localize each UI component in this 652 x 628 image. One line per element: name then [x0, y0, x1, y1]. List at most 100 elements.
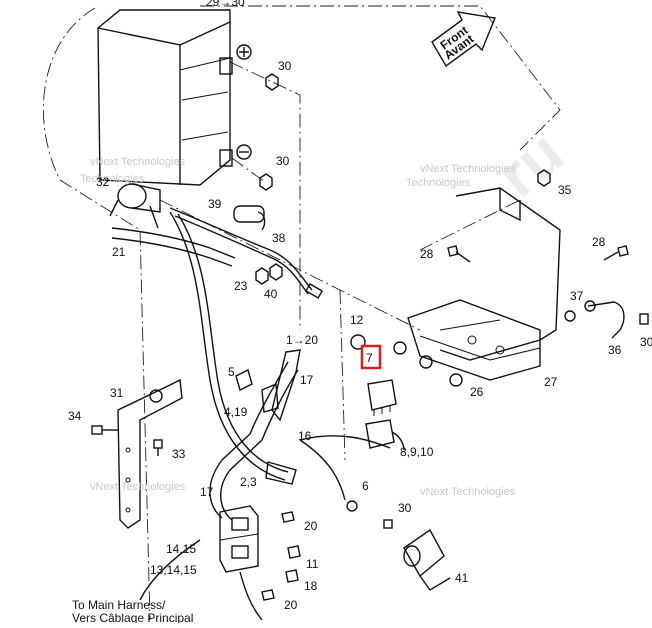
bracket-31 — [117, 378, 183, 529]
callout: 21 — [112, 245, 126, 259]
watermark-3: vNext Technologies — [420, 486, 516, 498]
callout: 17 — [200, 485, 214, 499]
callout: 30 — [398, 501, 412, 515]
callout: 17 — [300, 373, 314, 387]
highlighted-callout[interactable]: 7 — [360, 344, 382, 370]
cable-36-eye — [584, 300, 596, 312]
terminal-boot-39 — [233, 205, 266, 231]
fuse-block-wires — [239, 571, 263, 621]
grommet-26-a-icon — [393, 341, 407, 355]
callout: 13,14,15 — [150, 563, 197, 577]
callout: 8,9,10 — [400, 445, 434, 459]
cable-21 — [111, 227, 236, 259]
nut-40-icon — [269, 263, 283, 281]
cable-38-terminal — [305, 283, 324, 299]
callout: 30 — [640, 335, 652, 349]
harness-16 — [299, 435, 391, 501]
callout: 33 — [172, 447, 186, 461]
screw-33-icon — [153, 439, 163, 456]
main-wire-loop — [169, 211, 286, 481]
bolt-28-left-icon — [447, 245, 471, 263]
callout: 4,19 — [224, 405, 248, 419]
callout: 6 — [362, 479, 369, 493]
relay-socket-8-9-10 — [365, 419, 405, 451]
callout: 40 — [264, 287, 278, 301]
highlight-box — [360, 344, 382, 370]
battery-nut-bottom-icon — [259, 173, 273, 191]
callout: 32 — [96, 175, 110, 189]
callout: 18 — [304, 579, 318, 593]
fuse-18-icon — [285, 569, 299, 583]
callout: 2,3 — [240, 475, 257, 489]
enclosure-outline — [43, 7, 151, 621]
callout: 23 — [234, 279, 248, 293]
cable-38 — [169, 207, 313, 291]
watermark-1: vNext Technologies — [90, 156, 186, 168]
callout: 1→20 — [286, 333, 318, 347]
cable-38-b — [174, 215, 309, 295]
watermark-4: vNext Technologies — [90, 481, 186, 493]
callout: 26 — [470, 385, 484, 399]
callout: 39 — [208, 197, 222, 211]
callout: 41 — [455, 571, 469, 585]
callout: 28 — [420, 247, 434, 261]
battery — [97, 9, 233, 186]
watermark-5: Technologies — [80, 173, 145, 185]
front-direction-arrow-icon: Front Avant — [431, 11, 496, 68]
watermark-6: Technologies — [406, 177, 471, 189]
main-wire-loop-b — [177, 213, 289, 473]
grommet-26-b-icon — [419, 355, 433, 369]
callout: 38 — [272, 231, 286, 245]
battery-nut-top-icon — [265, 73, 279, 91]
callout: 5 — [228, 365, 235, 379]
bracket-1-20 — [271, 349, 301, 422]
callout: 27 — [544, 375, 558, 389]
callout: 30 — [278, 59, 292, 73]
callout: 12 — [350, 313, 364, 327]
connector-41 — [403, 528, 451, 591]
harness-to-main — [139, 539, 201, 601]
footer-line1: To Main Harness/ — [72, 598, 166, 612]
callout-labels: 29→30 30 30 31 32 33 34 35 36 37 38 39 4… — [68, 0, 652, 612]
battery-tray-27 — [407, 187, 561, 381]
leader-line-mid — [339, 289, 346, 461]
callout: 20 — [304, 519, 318, 533]
harness-17 — [220, 369, 299, 521]
fuse-20-top-icon — [281, 511, 295, 523]
nut-23-icon — [255, 267, 269, 285]
fuse-20-bottom-icon — [261, 589, 275, 601]
leader-line-battery-plus — [229, 61, 301, 330]
minus-icon — [236, 144, 252, 160]
leader-line-top — [200, 5, 561, 151]
callout: 29→30 — [206, 0, 245, 9]
bolt-30-right-icon — [639, 313, 649, 325]
callout: 11 — [306, 557, 319, 571]
bolt-34-icon — [91, 425, 118, 435]
connector-2-3 — [265, 461, 297, 485]
callout: 35 — [558, 183, 572, 197]
callout: 31 — [110, 386, 124, 400]
cable-21-lower — [111, 237, 233, 267]
grommet-26-c-icon — [449, 373, 463, 387]
cable-36 — [587, 301, 625, 339]
nut-35-icon — [537, 169, 551, 187]
callout: 14,15 — [166, 542, 196, 556]
fuse-block — [219, 505, 259, 573]
screw-30-bottom-icon — [383, 519, 393, 529]
relay-7 — [367, 379, 397, 416]
footer-line2: Vers Câblage Principal — [72, 611, 193, 623]
clip-4-19 — [261, 382, 279, 413]
callout: 28 — [592, 235, 606, 249]
callout: 36 — [608, 343, 622, 357]
clip-5 — [235, 368, 253, 392]
starter-solenoid — [109, 183, 161, 229]
bolt-28-right-icon — [603, 245, 629, 261]
washer-37-icon — [564, 310, 576, 322]
leader-line-tray — [419, 199, 521, 251]
grommet-6-icon — [346, 500, 358, 512]
callout: 30 — [276, 154, 290, 168]
callout: 34 — [68, 409, 82, 423]
plus-icon — [236, 44, 252, 60]
